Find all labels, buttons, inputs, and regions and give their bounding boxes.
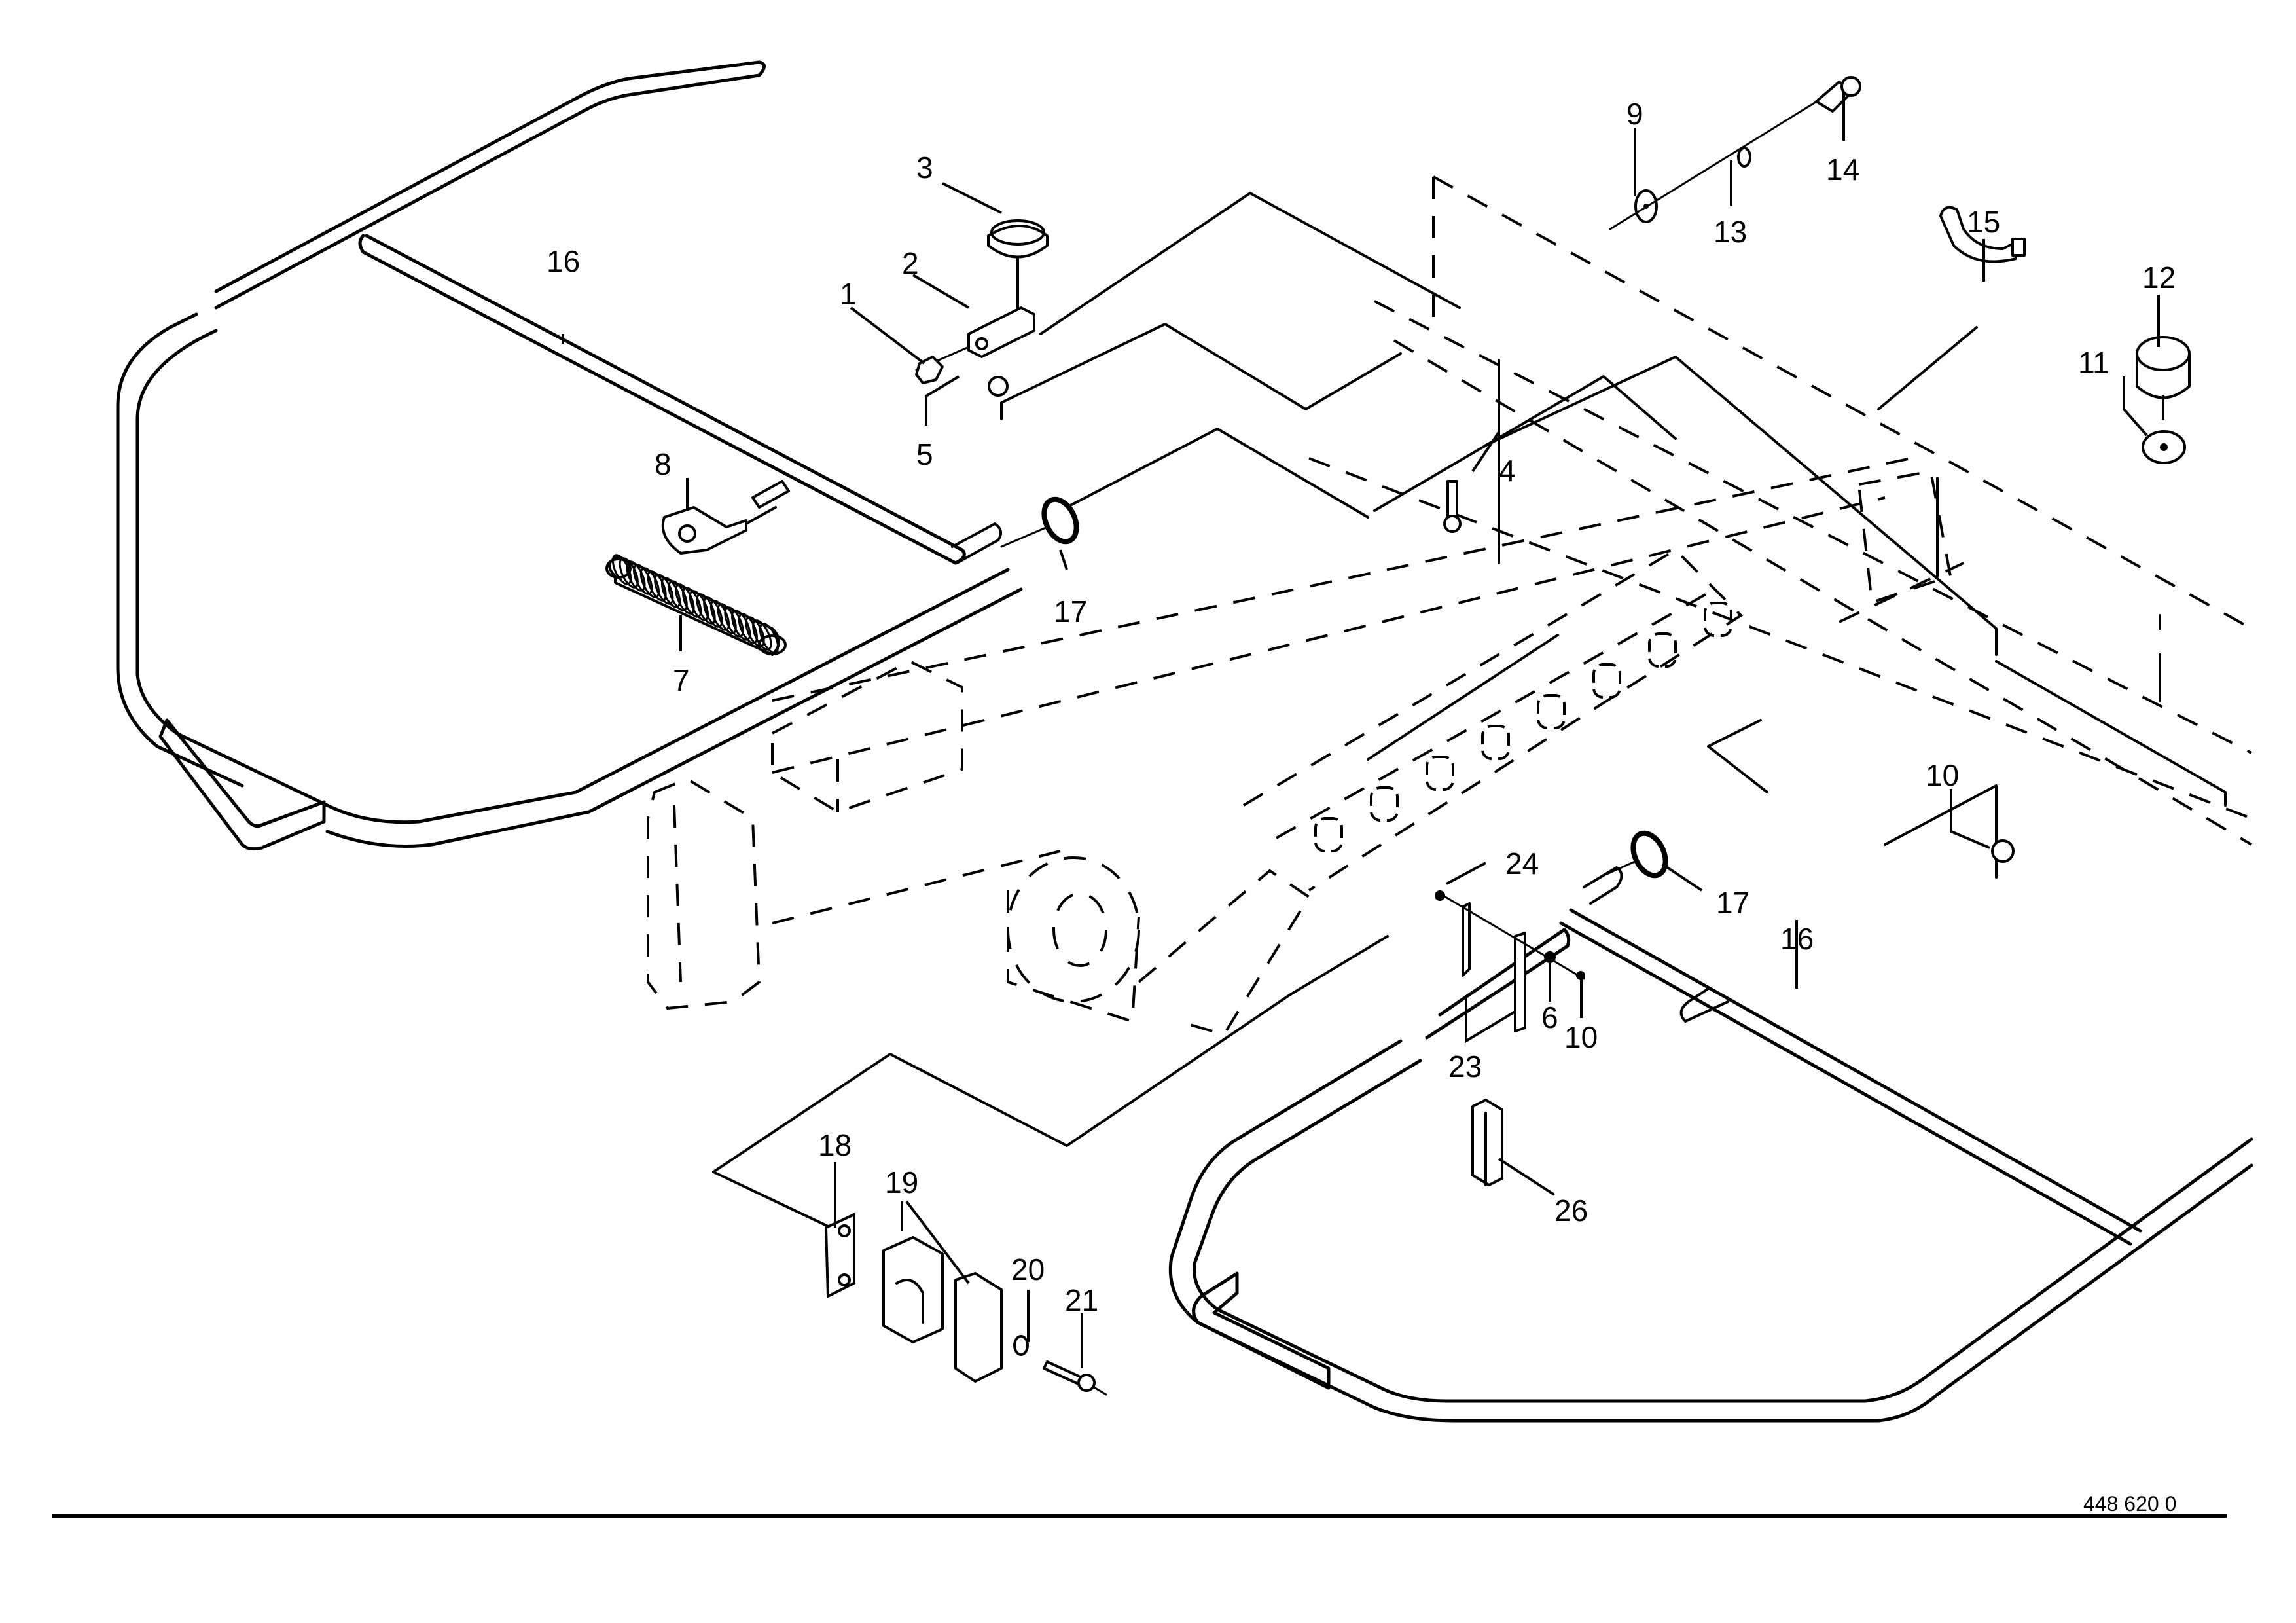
- callout-3: 3: [916, 151, 933, 185]
- part-5-nut: [988, 376, 1009, 397]
- part-10-nut: [1991, 839, 2015, 863]
- drawing-number: 448 620 0: [2083, 1492, 2176, 1516]
- right-tube-frame: [1168, 866, 2253, 1423]
- part-11-washer: [2142, 430, 2186, 464]
- beam-slot: [1314, 817, 1343, 852]
- callout-17-lower: 17: [1716, 886, 1749, 920]
- part-4-bolt: [1443, 480, 1462, 533]
- part-23-clips: [1439, 892, 1585, 1032]
- beam-slot: [1537, 694, 1566, 729]
- callout-15: 15: [1967, 205, 2000, 239]
- callout-11: 11: [2078, 346, 2109, 380]
- part-14-bolt: [1815, 76, 1861, 113]
- left-tube-frame: [116, 60, 1023, 851]
- part-1-bolt: [915, 346, 970, 384]
- callout-12: 12: [2142, 261, 2176, 295]
- part-2-block: [967, 306, 1035, 358]
- part-26-block: [1471, 1099, 1503, 1186]
- callout-8: 8: [655, 447, 672, 481]
- part-18-plate: [825, 1213, 855, 1298]
- callout-18: 18: [818, 1128, 852, 1162]
- part-13-washer: [1609, 90, 1834, 230]
- callout-16-left: 16: [547, 244, 580, 278]
- callout-leaders: [562, 92, 2160, 1368]
- beam-slot: [1592, 663, 1621, 699]
- callout-5: 5: [916, 437, 933, 471]
- spring-bracket: [661, 480, 790, 555]
- callout-16-right: 16: [1780, 922, 1814, 956]
- part-19-clamp: [882, 1236, 1003, 1383]
- beam-slot: [1426, 756, 1454, 791]
- beam-slot: [1481, 725, 1510, 760]
- part-3-knob: [987, 219, 1049, 309]
- callout-26: 26: [1554, 1194, 1588, 1228]
- part-10-rivet: [1576, 971, 1585, 980]
- callout-21: 21: [1065, 1283, 1098, 1317]
- part-17-ring-lower: [1605, 830, 1668, 879]
- beam-slot: [1370, 786, 1399, 822]
- part-24-pin: [1435, 890, 1445, 901]
- callout-7: 7: [673, 663, 690, 697]
- dashed-assembly: [647, 175, 2253, 1036]
- callout-4: 4: [1499, 454, 1516, 488]
- part-17-ring-upper: [1000, 496, 1079, 548]
- explode-lines: [712, 192, 2227, 1232]
- callout-2: 2: [902, 246, 919, 280]
- part-12-cap: [2136, 336, 2191, 420]
- callout-10-right: 10: [1926, 758, 1959, 792]
- callout-10-lower: 10: [1564, 1020, 1598, 1054]
- part-20-washer: [1013, 1335, 1029, 1356]
- callout-20: 20: [1011, 1252, 1045, 1286]
- callout-9: 9: [1626, 97, 1643, 131]
- part-21-bolt: [1043, 1360, 1107, 1396]
- callout-1: 1: [840, 277, 857, 311]
- callout-24: 24: [1505, 847, 1539, 881]
- callout-13: 13: [1713, 215, 1747, 249]
- callout-19: 19: [885, 1165, 918, 1199]
- callout-23: 23: [1448, 1049, 1482, 1084]
- part-15-latch: [1939, 206, 2026, 263]
- beam-slot: [1648, 632, 1677, 668]
- tension-spring: [605, 554, 787, 656]
- part-6-rivet: [1544, 951, 1556, 963]
- callout-17-upper: 17: [1054, 594, 1087, 629]
- callout-labels: 1 2 3 4 5 6 7 8 9 10 10 11 12 13 14 15 1…: [547, 97, 2176, 1317]
- callout-6: 6: [1541, 1000, 1558, 1034]
- callout-14: 14: [1826, 153, 1859, 187]
